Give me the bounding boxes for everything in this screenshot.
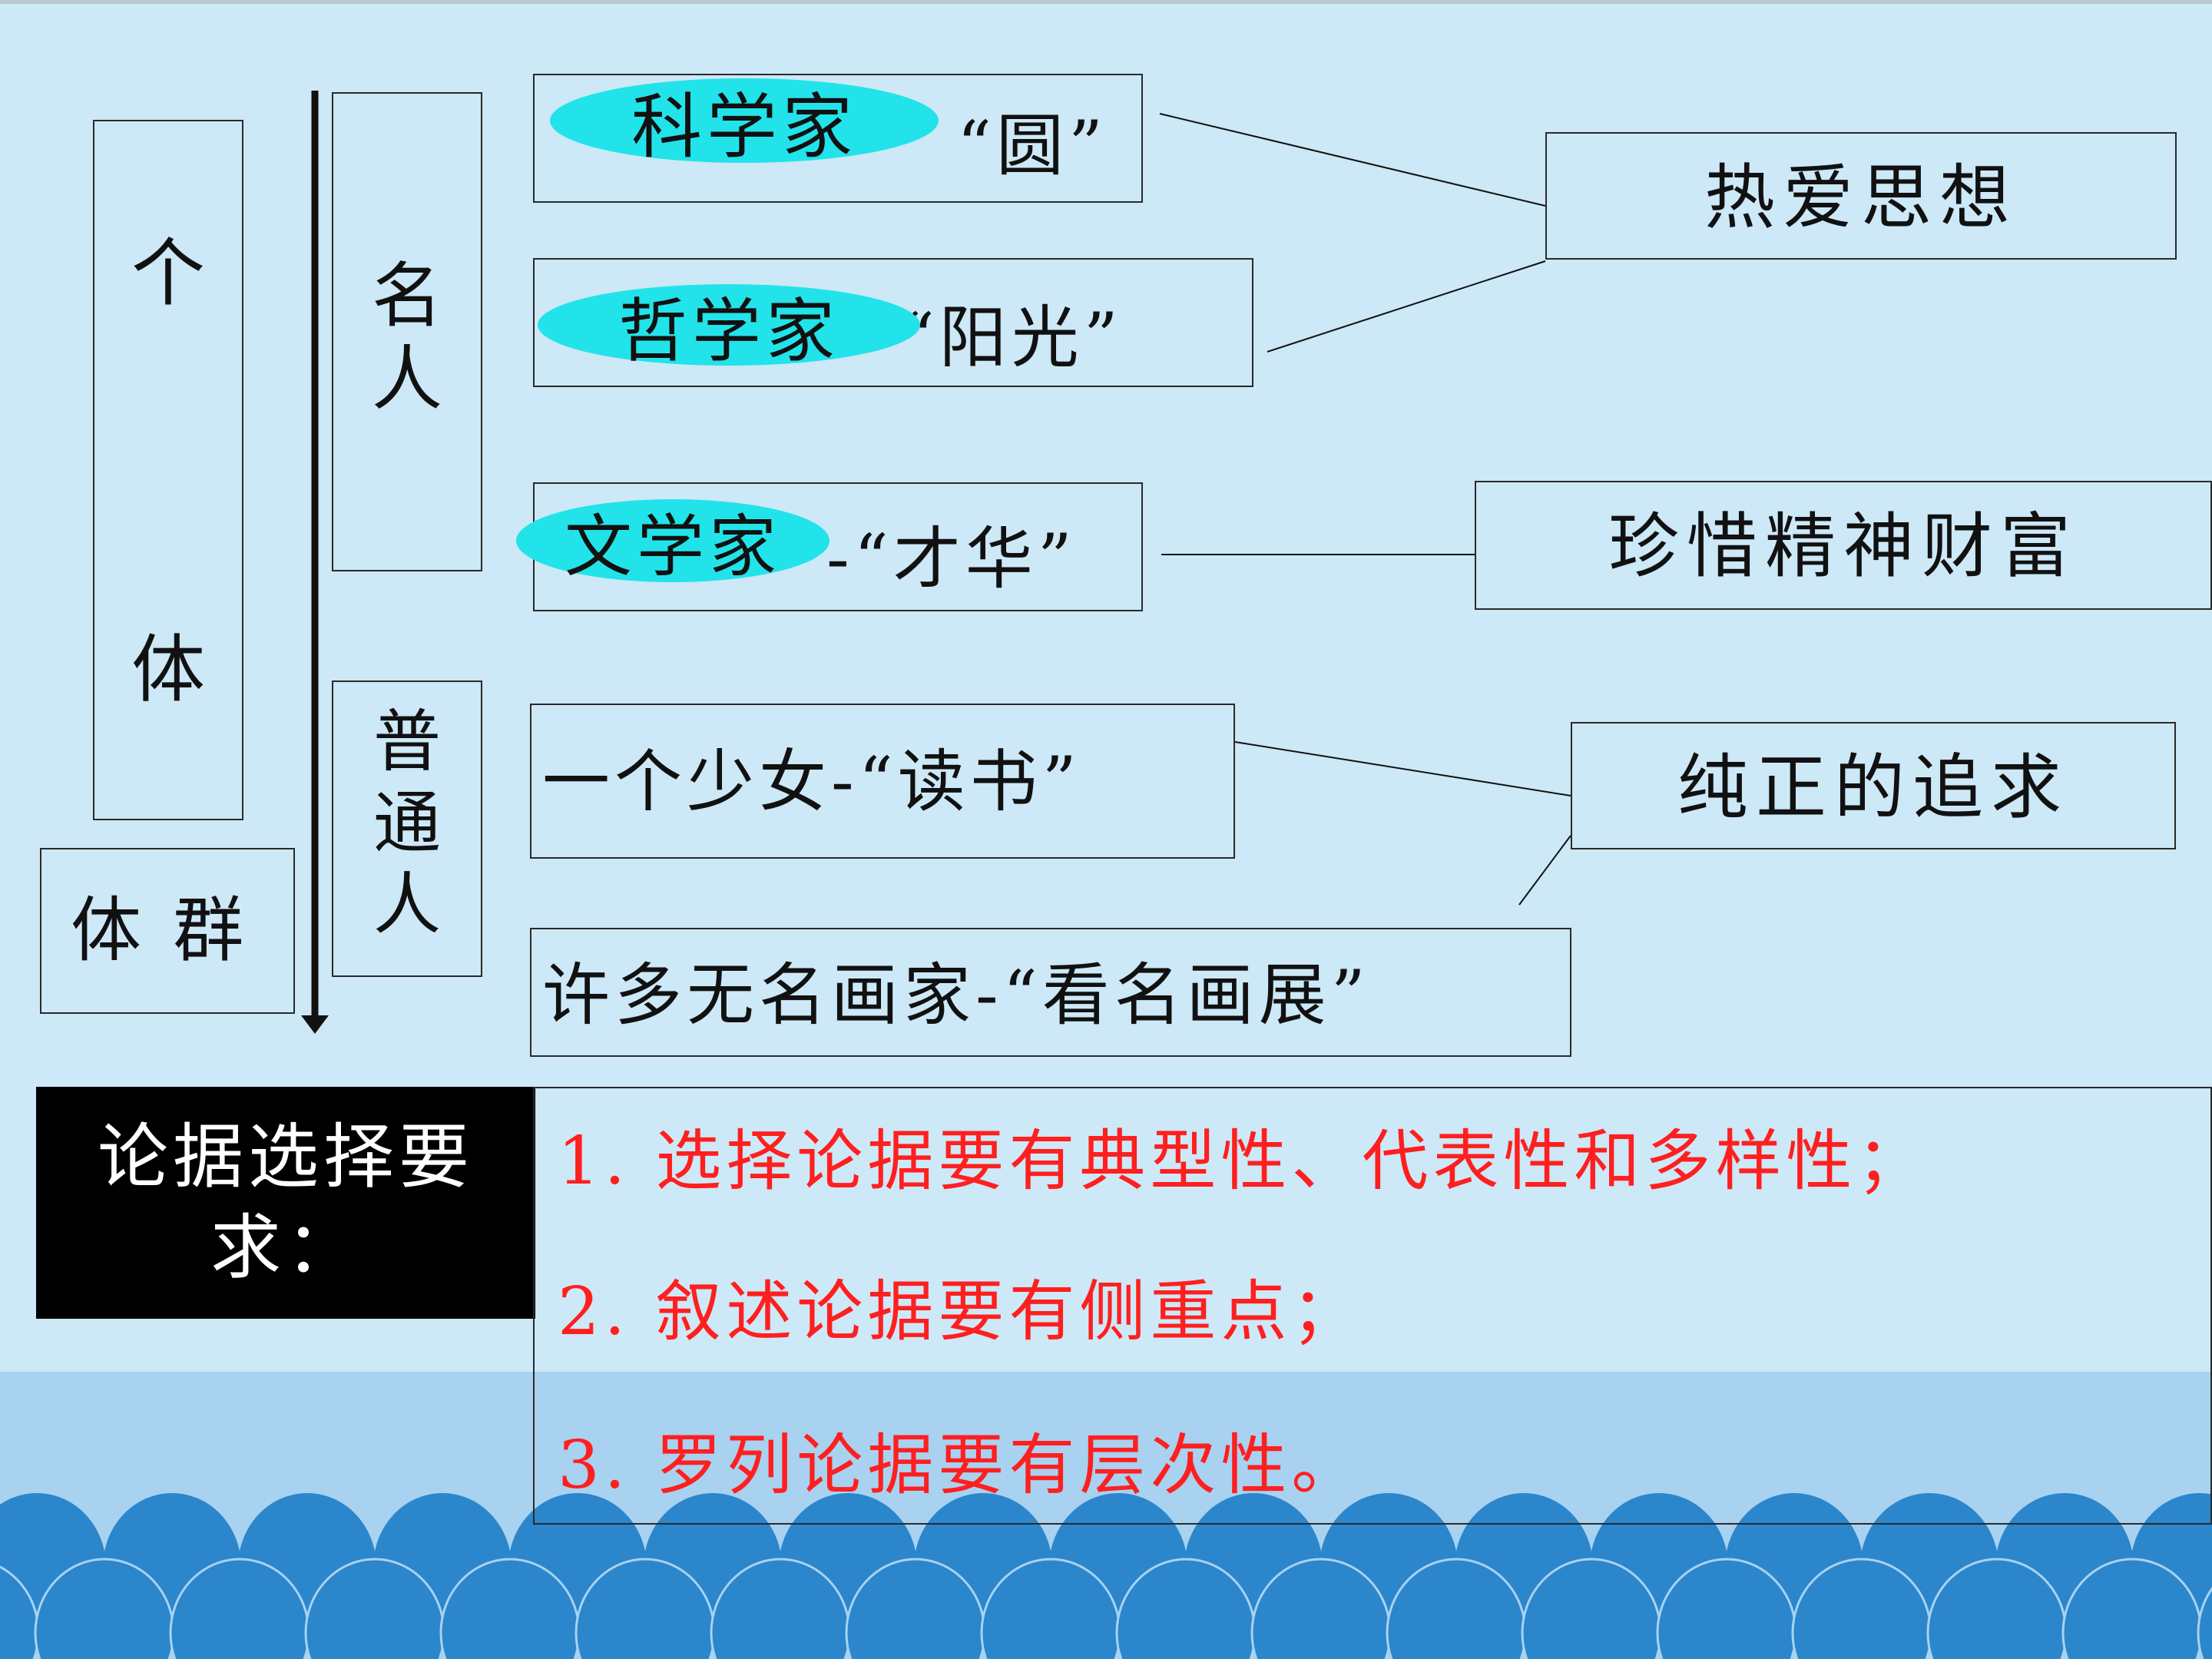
- theme-text: 珍惜精神财富: [1608, 505, 2078, 588]
- ordinary-char-3: 人: [373, 865, 441, 944]
- example-text: “圆”: [957, 106, 1108, 185]
- example-text: 许多无名画家-“看名画展”: [542, 955, 1370, 1035]
- requirements-box: 1. 选择论据要有典型性、代表性和多样性； 2. 叙述论据要有侧重点； 3. 罗…: [533, 1087, 2212, 1525]
- hierarchy-arrow-head: [301, 1015, 329, 1034]
- example-box-writer: -“才华”: [533, 482, 1143, 611]
- connector-line: [1159, 113, 1546, 207]
- theme-box-love-thought: 热爱思想: [1545, 132, 2177, 260]
- connector-line: [1234, 741, 1571, 796]
- requirement-item-3: 3. 罗列论据要有层次性。: [558, 1427, 1363, 1504]
- example-box-painters: 许多无名画家-“看名画展”: [530, 928, 1571, 1057]
- requirements-title-line-1: 论据选择要: [97, 1116, 474, 1199]
- wave-scallop: [2197, 1586, 2212, 1659]
- requirement-item-2: 2. 叙述论据要有侧重点；: [558, 1273, 1363, 1350]
- example-box-girl: 一个少女-“读书”: [530, 704, 1235, 859]
- ordinary-char-1: 普: [373, 702, 441, 781]
- tag-oval-writer: 文学家: [516, 499, 830, 586]
- famous-char-2: 人: [371, 338, 442, 420]
- example-text: 一个少女-“读书”: [542, 742, 1081, 821]
- famous-char-1: 名: [371, 255, 442, 337]
- connector-lines: [301, 91, 1571, 1034]
- ordinary-box: 普 通 人: [332, 680, 482, 977]
- connector-line: [1518, 835, 1571, 906]
- tag-oval-philosopher: 哲学家: [538, 284, 920, 372]
- example-box-scientist: “圆”: [533, 74, 1143, 203]
- ordinary-char-2: 通: [373, 783, 441, 863]
- individual-char-1: 个: [131, 230, 205, 316]
- theme-box-cherish-wealth: 珍惜精神财富: [1475, 481, 2212, 610]
- individual-box: 个 体: [93, 120, 243, 820]
- group-box: 体 群: [40, 848, 295, 1014]
- theme-box-pure-pursuit: 纯正的追求: [1571, 722, 2176, 849]
- famous-box: 名 人: [332, 92, 482, 571]
- requirement-item-1: 1. 选择论据要有典型性、代表性和多样性；: [558, 1123, 1928, 1200]
- example-text: -“才华”: [826, 519, 1077, 598]
- theme-text: 热爱思想: [1704, 157, 2018, 239]
- requirements-title-line-2: 求：: [210, 1207, 361, 1289]
- tag-oval-scientist: 科学家: [550, 78, 939, 168]
- top-border: [0, 0, 2212, 4]
- requirements-title-box: 论据选择要 求：: [36, 1087, 535, 1319]
- wave-decoration: [0, 1493, 2212, 1659]
- theme-text: 纯正的追求: [1677, 747, 2069, 829]
- connector-line: [1267, 260, 1546, 353]
- group-label: 体 群: [71, 889, 249, 972]
- individual-char-2: 体: [131, 627, 205, 713]
